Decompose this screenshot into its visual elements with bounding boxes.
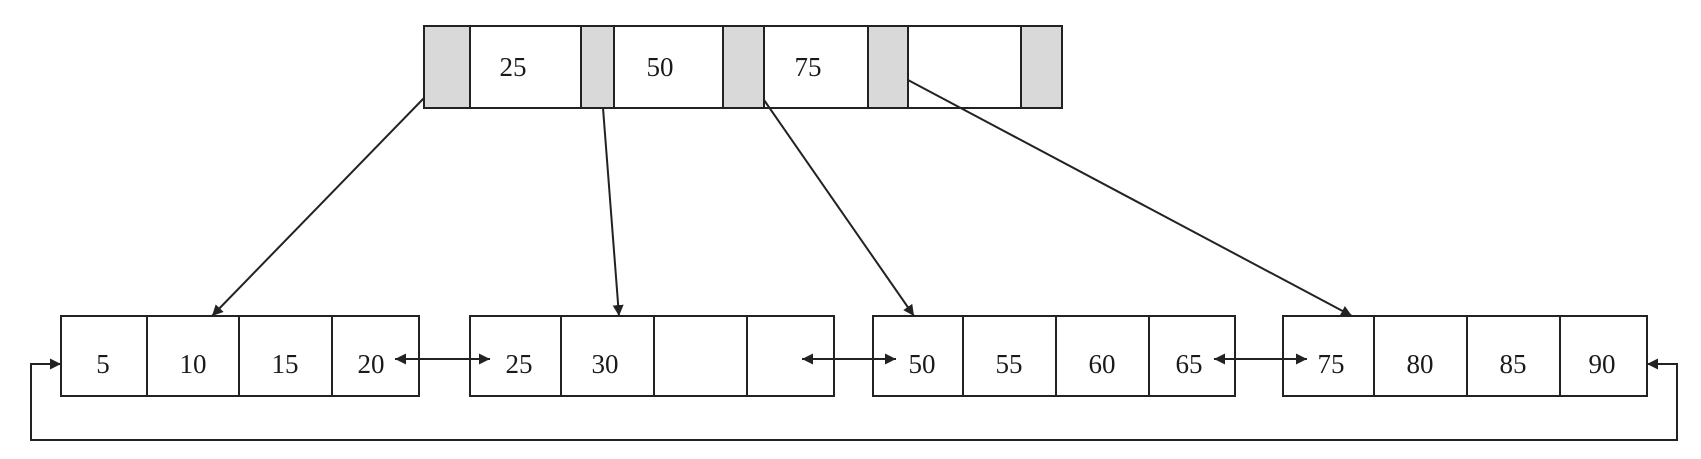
leaf-0-cell-2	[238, 315, 333, 397]
leaf-node-0: 5 10 15 20	[60, 315, 420, 397]
root-key-1: 50	[647, 52, 674, 82]
leaf-node-2: 50 55 60 65	[872, 315, 1236, 397]
leaf-3-cell-2	[1466, 315, 1561, 397]
leaf-2-key-2: 60	[1089, 349, 1116, 379]
root-pointer-cell-4	[1020, 25, 1063, 109]
leaf-3-key-2: 85	[1500, 349, 1527, 379]
leaf-2-cell-2	[1055, 315, 1150, 397]
root-key-cell-2	[763, 25, 869, 109]
root-pointer-cell-1	[580, 25, 615, 109]
leaf-2-key-1: 55	[996, 349, 1023, 379]
root-pointer-cell-2	[722, 25, 765, 109]
leaf-1-key-0: 25	[506, 349, 533, 379]
root-node: 25 50 75	[423, 25, 1063, 109]
wraparound-link	[30, 358, 1678, 441]
leaf-3-key-0: 75	[1318, 349, 1345, 379]
root-pointer-cell-0	[423, 25, 471, 109]
leaf-3-cell-3	[1559, 315, 1648, 397]
leaf-1-key-1: 30	[592, 349, 619, 379]
child-pointer-arrow-0	[211, 97, 425, 317]
root-pointer-cell-3	[867, 25, 909, 109]
sibling-link-arrows	[30, 353, 1678, 441]
leaf-node-3: 75 80 85 90	[1282, 315, 1648, 397]
root-key-0: 25	[500, 52, 527, 82]
leaf-1-cell-1	[560, 315, 655, 397]
leaf-0-key-1: 10	[180, 349, 207, 379]
leaf-node-1: 25 30	[469, 315, 835, 397]
leaf-1-cell-3	[746, 315, 835, 397]
root-key-2: 75	[795, 52, 822, 82]
child-pointer-arrow-2	[763, 99, 915, 317]
leaf-0-key-0: 5	[96, 349, 110, 379]
leaf-2-key-0: 50	[909, 349, 936, 379]
leaf-0-cell-1	[146, 315, 240, 397]
child-pointer-arrow-3	[907, 79, 1353, 317]
child-pointer-arrow-1	[602, 107, 624, 317]
child-pointer-arrows	[211, 79, 1353, 317]
leaf-2-key-3: 65	[1176, 349, 1203, 379]
leaf-0-key-2: 15	[272, 349, 299, 379]
leaf-3-key-3: 90	[1589, 349, 1616, 379]
root-key-cell-3	[907, 25, 1022, 109]
root-key-cell-1	[613, 25, 724, 109]
leaf-0-key-3: 20	[358, 349, 385, 379]
leaf-1-cell-2	[653, 315, 748, 397]
root-key-cell-0	[469, 25, 582, 109]
leaf-3-key-1: 80	[1407, 349, 1434, 379]
